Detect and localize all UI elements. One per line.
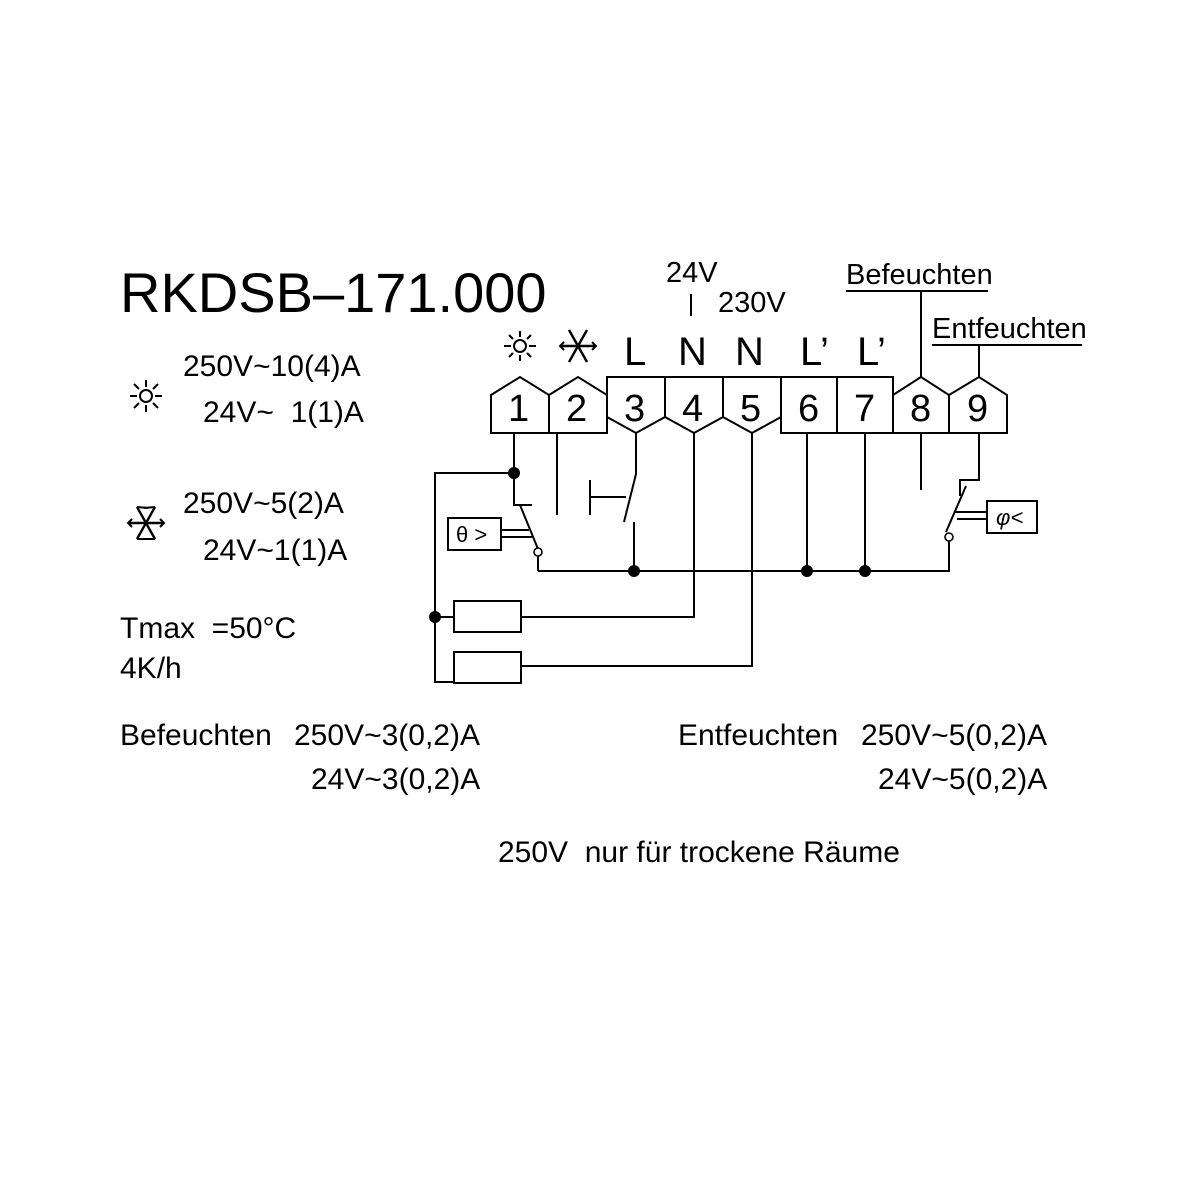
dehumidify-rating2: 24V~5(0,2)A: [878, 763, 1047, 796]
wire-left-bus: [434, 472, 514, 683]
contact-pivot: [944, 532, 954, 542]
terminal-number-8: 8: [910, 388, 931, 430]
wire-terminal-3: [623, 433, 637, 523]
terminal-block: 1 2 3 4 5 6 7 8 9: [490, 375, 1008, 435]
junction-dot: [628, 565, 640, 577]
terminal-4: [664, 376, 724, 435]
wire-common-bus: [538, 541, 950, 572]
wires: [434, 433, 987, 683]
dehumidify-top-label: Entfeuchten: [932, 313, 1087, 345]
temp-sensor-symbol: θ >: [456, 522, 487, 547]
terminal-label-5: N: [735, 330, 764, 374]
humidity-sensor-symbol: φ<: [996, 505, 1023, 530]
rate-text: 4K/h: [120, 652, 182, 685]
junction-dot: [508, 467, 520, 479]
terminal-number-6: 6: [798, 388, 819, 430]
terminal-3: [606, 376, 666, 435]
terminal-number-7: 7: [854, 388, 875, 430]
terminal-label-4: N: [678, 330, 707, 374]
contact-pivot: [533, 547, 543, 557]
wire-terminal-5: [521, 433, 753, 667]
contact-changeover-blade: [519, 504, 539, 550]
terminal-label-3: L: [624, 330, 646, 374]
snowflake-icon-terminal: [558, 329, 598, 363]
voltage-24v: 24V: [666, 257, 718, 289]
terminal-5: [722, 376, 782, 435]
heating-rating-line2: 24V~ 1(1)A: [203, 396, 364, 429]
terminal-label-6: L’: [800, 330, 829, 374]
terminal-number-2: 2: [566, 388, 587, 430]
junction-dot: [429, 611, 441, 623]
terminal-label-7: L’: [857, 330, 886, 374]
snowflake-icon: [126, 506, 166, 540]
wire-terminal-9: [959, 433, 980, 496]
temp-sensor-box: [447, 517, 502, 551]
model-title: RKDSB–171.000: [120, 261, 547, 324]
junction-dot: [801, 565, 813, 577]
humidify-top-label: Befeuchten: [846, 259, 993, 291]
terminal-number-9: 9: [967, 388, 988, 430]
wire-terminal-4: [521, 433, 695, 618]
cooling-rating-line2: 24V~1(1)A: [203, 534, 347, 567]
humidity-sensor-box: [986, 500, 1038, 534]
note-text: 250V nur für trockene Räume: [498, 836, 900, 869]
tmax-text: Tmax =50°C: [120, 612, 296, 645]
heating-rating-line1: 250V~10(4)A: [183, 350, 361, 383]
terminal-number-5: 5: [740, 388, 761, 430]
terminal-number-3: 3: [624, 388, 645, 430]
dehumidify-label: Entfeuchten: [678, 719, 838, 752]
sun-icon-terminal: [504, 331, 536, 361]
terminal-number-4: 4: [682, 388, 703, 430]
terminal-number-1: 1: [508, 388, 529, 430]
humidify-label: Befeuchten: [120, 719, 272, 752]
wire-terminal-1: [513, 433, 532, 506]
terminal-9: [948, 375, 1008, 434]
heater-resistor-1: [453, 600, 522, 633]
junction-dot: [859, 565, 871, 577]
voltage-230v: 230V: [718, 287, 786, 319]
humidify-rating2: 24V~3(0,2)A: [311, 763, 480, 796]
cooling-rating-line1: 250V~5(2)A: [183, 487, 344, 520]
humidify-rating1: 250V~3(0,2)A: [294, 719, 480, 752]
terminal-6: [780, 376, 838, 434]
contact-humidity-blade: [945, 485, 967, 533]
dehumidify-rating1: 250V~5(0,2)A: [861, 719, 1047, 752]
heater-resistor-2: [453, 651, 522, 684]
sun-icon: [130, 380, 162, 412]
